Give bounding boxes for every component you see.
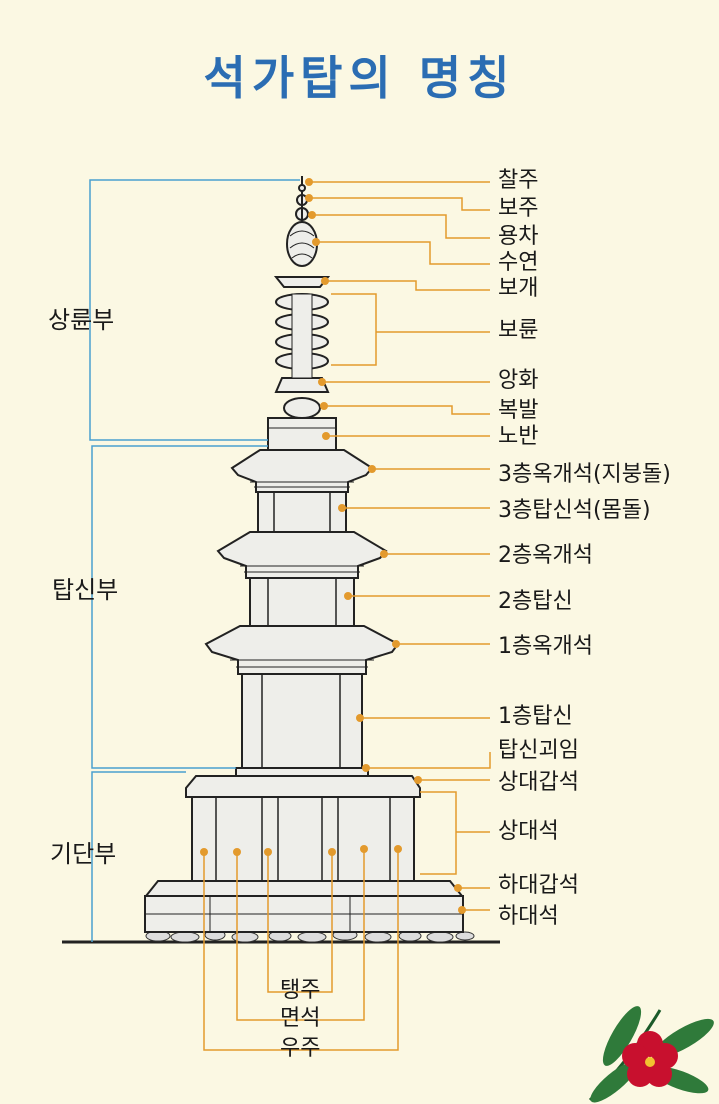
label-boju: 보주 xyxy=(498,196,539,221)
first-story-body xyxy=(241,673,363,769)
label-okgae3: 3층옥개석(지붕돌) xyxy=(498,462,671,487)
label-myeonseok: 면석 xyxy=(280,1006,321,1031)
body-support xyxy=(235,767,369,777)
suyeon-flame xyxy=(286,221,318,267)
leader-lines xyxy=(203,181,491,1051)
label-anghwa: 앙화 xyxy=(498,368,539,393)
page-title: 석가탑의 명칭 xyxy=(203,51,516,105)
section-label-tapsin: 탑신부 xyxy=(52,576,119,604)
pagoda xyxy=(143,176,465,933)
first-story-roof xyxy=(204,625,400,675)
label-taengju: 탱주 xyxy=(280,978,321,1003)
third-story-roof xyxy=(230,449,374,493)
label-bogae: 보개 xyxy=(498,276,539,301)
leader-dots xyxy=(200,178,466,914)
label-tapsin3: 3층탑신석(몸돌) xyxy=(498,498,651,523)
upper-base-body xyxy=(191,796,415,882)
second-story-body xyxy=(249,577,355,627)
label-sangdae: 상대석 xyxy=(498,819,559,844)
lower-base-cap xyxy=(143,880,465,897)
upper-base-cap xyxy=(185,775,421,798)
label-hadaegap: 하대갑석 xyxy=(498,873,579,898)
flower-icon xyxy=(588,1006,714,1103)
label-tapsingoim: 탑신괴임 xyxy=(498,738,579,763)
bokbal-dome xyxy=(283,397,321,419)
label-sangdaegap: 상대갑석 xyxy=(498,770,579,795)
label-boryun: 보륜 xyxy=(498,318,539,343)
label-yongcha: 용차 xyxy=(498,224,539,249)
label-tapsin1: 1층탑신 xyxy=(498,704,573,729)
boryun-rings xyxy=(275,293,329,379)
label-tapsin2: 2층탑신 xyxy=(498,589,573,614)
label-noban: 노반 xyxy=(498,424,539,449)
bogae-canopy xyxy=(273,276,331,288)
noban-block xyxy=(267,417,337,451)
label-suyeon: 수연 xyxy=(498,250,539,275)
section-label-sangryun: 상륜부 xyxy=(48,306,115,334)
section-label-gidan: 기단부 xyxy=(50,840,117,868)
label-hadae: 하대석 xyxy=(498,904,559,929)
second-story-roof xyxy=(216,531,388,579)
section-brackets xyxy=(89,179,300,942)
label-uju: 우주 xyxy=(280,1036,321,1061)
label-okgae1: 1층옥개석 xyxy=(498,634,593,659)
label-chalju: 찰주 xyxy=(498,168,539,193)
label-okgae2: 2층옥개석 xyxy=(498,543,593,568)
third-story-body xyxy=(257,491,347,533)
label-bokbal: 복발 xyxy=(498,398,539,423)
